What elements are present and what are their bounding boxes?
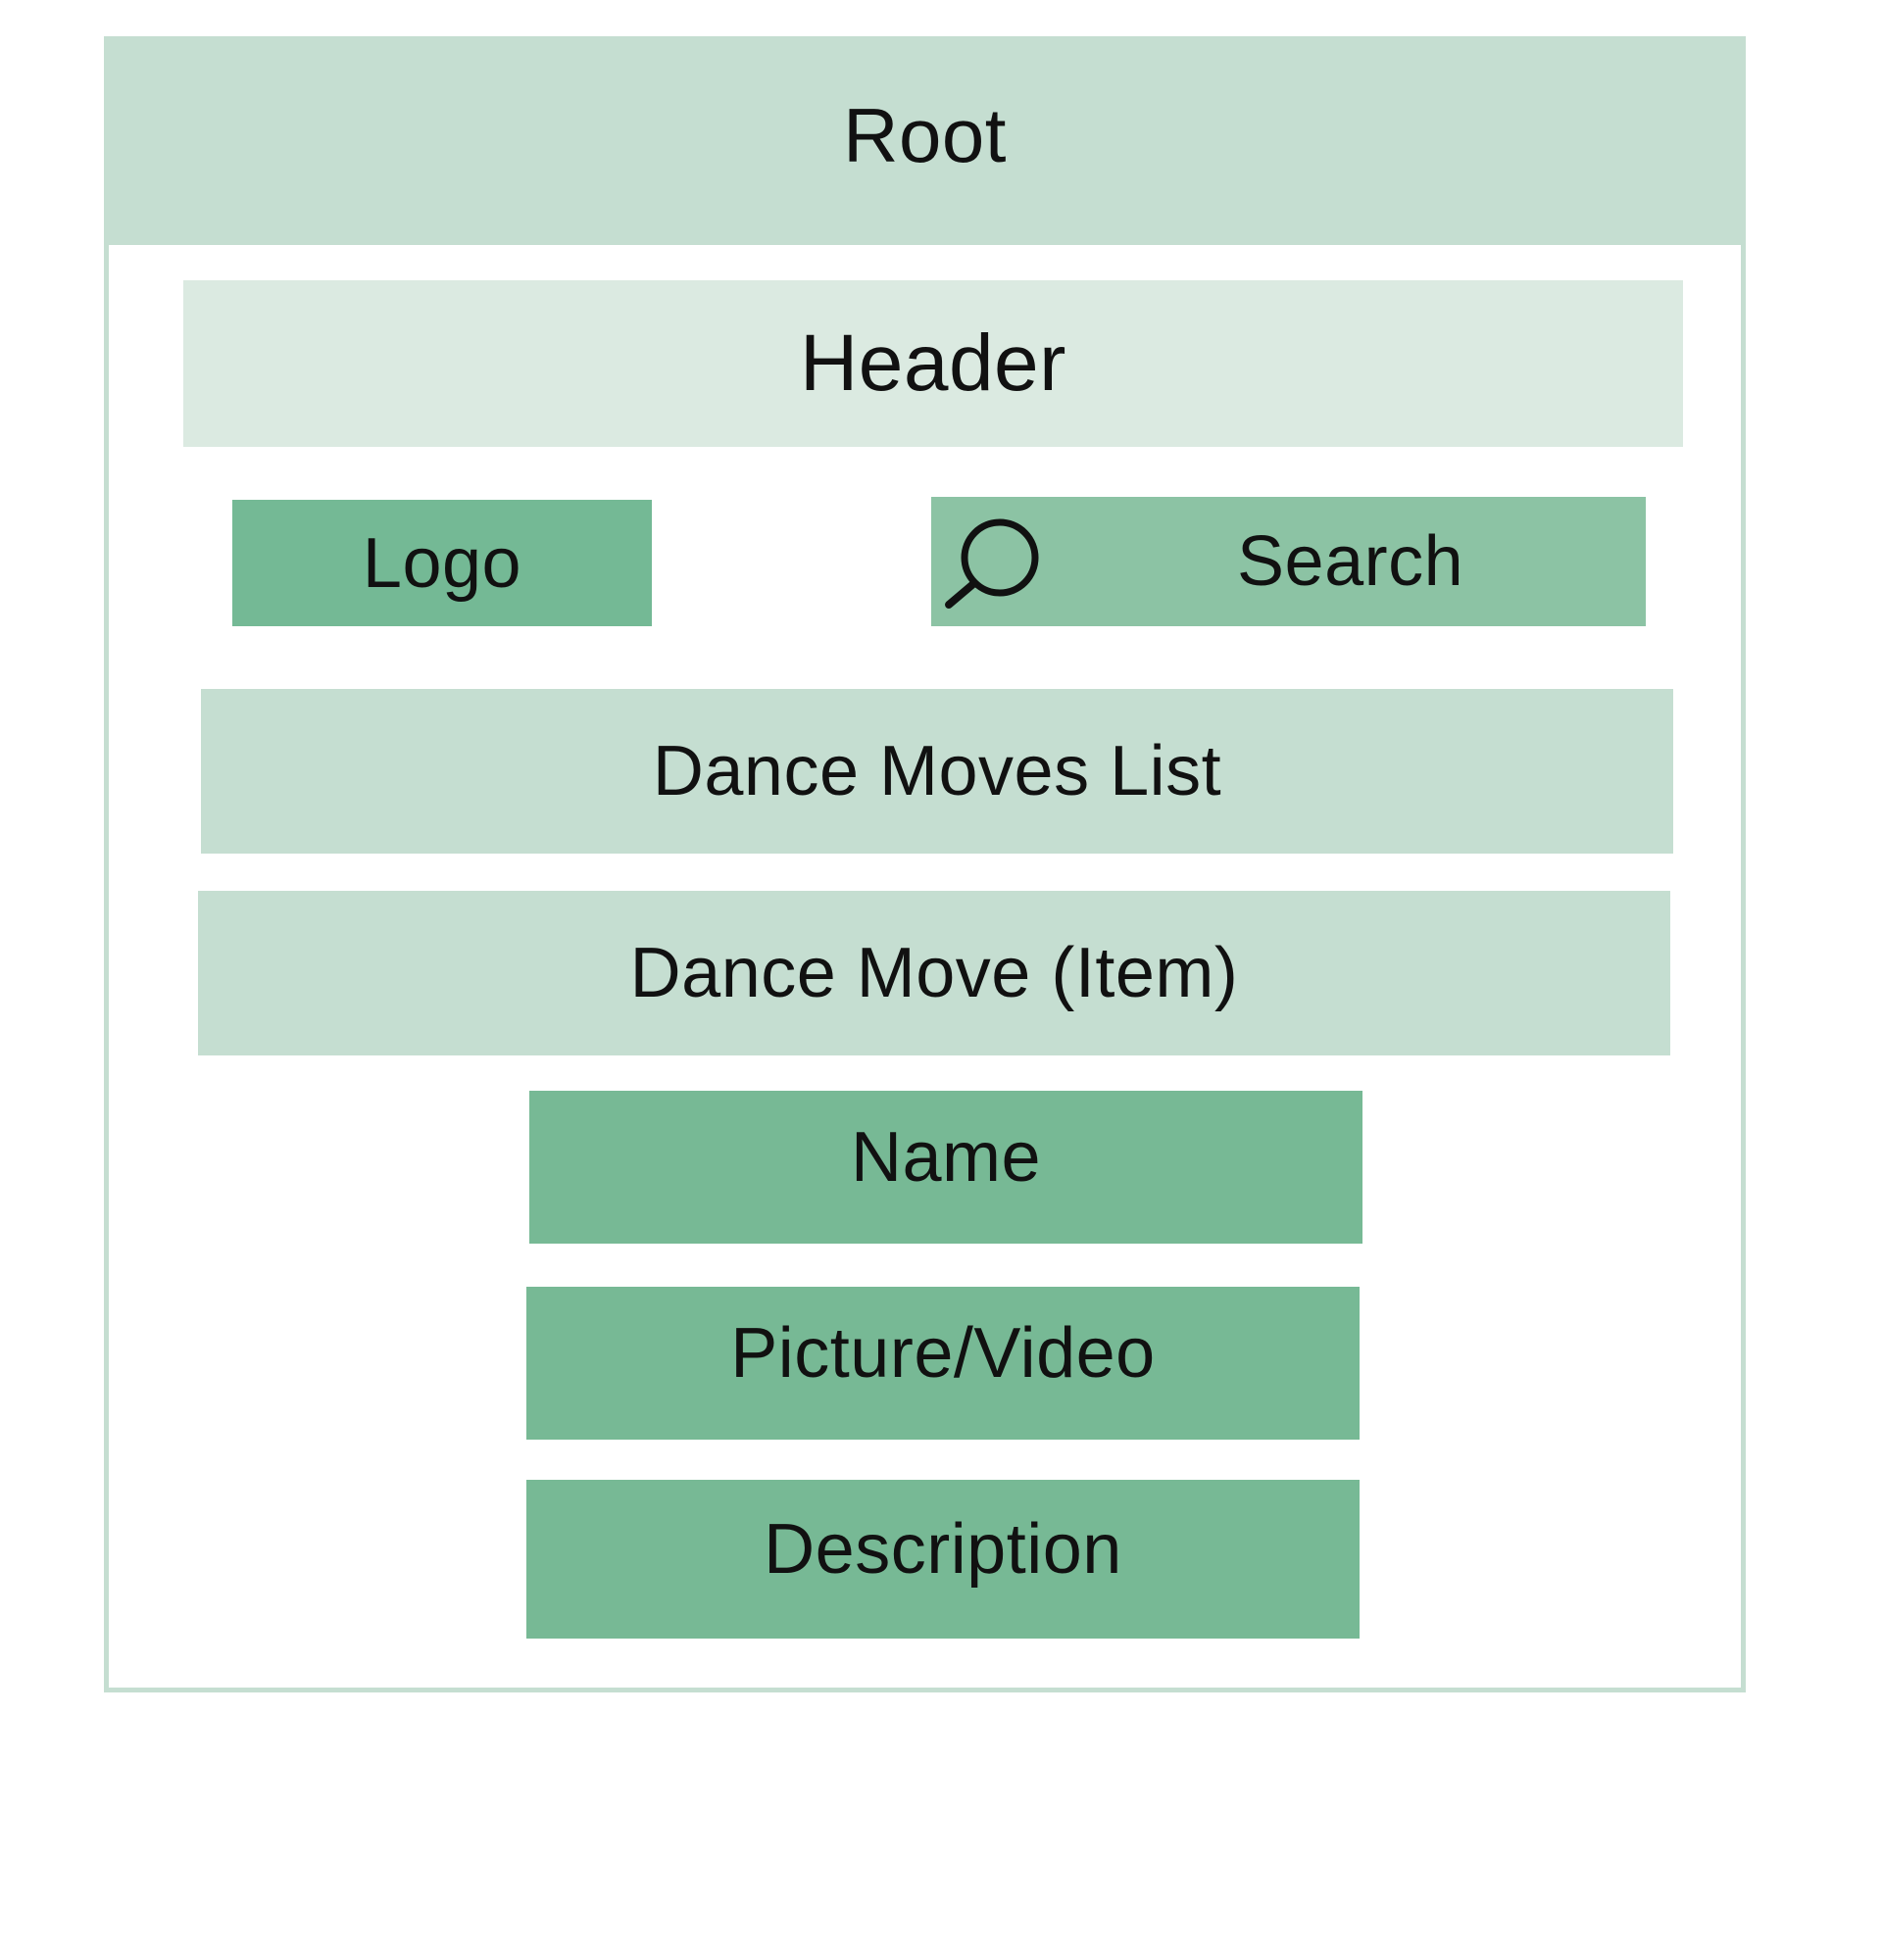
header-component: Header bbox=[183, 280, 1683, 447]
picture-video-label: Picture/Video bbox=[730, 1314, 1156, 1393]
logo-component: Logo bbox=[232, 500, 652, 626]
search-label: Search bbox=[1237, 522, 1464, 601]
search-component: Search bbox=[931, 497, 1646, 626]
dance-move-item-component: Dance Move (Item) bbox=[198, 891, 1670, 1055]
root-component: Root bbox=[104, 36, 1746, 245]
description-label: Description bbox=[764, 1510, 1122, 1589]
dance-moves-list-label: Dance Moves List bbox=[652, 732, 1222, 810]
name-label: Name bbox=[850, 1118, 1042, 1197]
picture-video-field-component: Picture/Video bbox=[526, 1287, 1360, 1440]
name-field-component: Name bbox=[529, 1091, 1362, 1244]
dance-move-item-label: Dance Move (Item) bbox=[629, 934, 1239, 1012]
dance-moves-list-component: Dance Moves List bbox=[201, 689, 1673, 854]
root-label: Root bbox=[843, 92, 1007, 178]
description-field-component: Description bbox=[526, 1480, 1360, 1639]
header-label: Header bbox=[800, 318, 1066, 408]
search-icon bbox=[945, 518, 1039, 609]
logo-label: Logo bbox=[362, 523, 522, 603]
